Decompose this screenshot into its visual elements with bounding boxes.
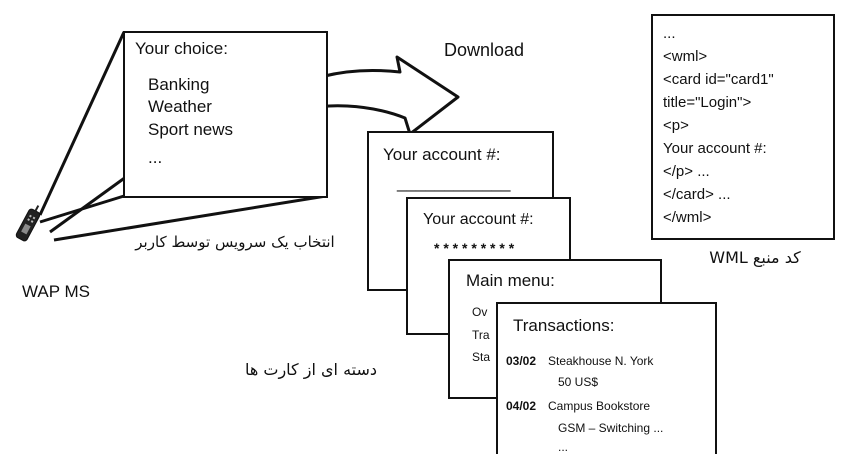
- wml-code: ... <wml> <card id="card1" title="Login"…: [663, 22, 774, 229]
- transaction-text: Steakhouse N. York: [548, 354, 654, 368]
- account-field-masked: * * * * * * * * *: [434, 240, 515, 256]
- choice-item: ...: [148, 148, 163, 167]
- download-label: Download: [444, 40, 525, 60]
- choice-card-title: Your choice:: [135, 39, 228, 58]
- wml-code-line: <p>: [663, 117, 689, 134]
- wml-code-line: title="Login">: [663, 94, 752, 111]
- main-menu-item: Ov: [472, 305, 488, 319]
- main-menu-item: Tra: [472, 328, 490, 342]
- wml-code-line: Your account #:: [663, 140, 767, 157]
- transaction-text: GSM – Switching ...: [558, 421, 664, 435]
- transaction-date: 03/02: [506, 354, 537, 368]
- choice-item: Sport news: [148, 120, 234, 139]
- wml-source-box: ... <wml> <card id="card1" title="Login"…: [651, 14, 835, 240]
- choice-item: Weather: [148, 97, 212, 116]
- choice-item: Banking: [148, 75, 210, 94]
- wml-code-line: <wml>: [663, 48, 708, 65]
- choice-card: Your choice: Banking Weather Sport news …: [123, 31, 328, 198]
- projection-line-bottom: [53, 194, 327, 242]
- wml-code-line: </p> ...: [663, 163, 710, 180]
- phone-icon: [15, 205, 41, 242]
- main-menu-item: Sta: [472, 350, 491, 364]
- wml-code-line: <card id="card1": [663, 71, 774, 88]
- phone-label: WAP MS: [22, 282, 91, 301]
- main-menu-title: Main menu:: [466, 271, 555, 290]
- service-selection-label: انتخاب یک سرویس توسط کاربر: [135, 233, 335, 251]
- transaction-text: Campus Bookstore: [548, 399, 651, 413]
- transactions-card: Transactions: 03/02 Steakhouse N. York 5…: [496, 302, 717, 454]
- transaction-date: 04/02: [506, 399, 537, 413]
- transaction-text: ...: [558, 440, 569, 454]
- projection-line-top: [38, 31, 126, 216]
- card-deck-label: دسته ای از کارت ها: [244, 360, 377, 379]
- account-card-title: Your account #:: [383, 145, 501, 164]
- wml-code-line: ...: [663, 25, 676, 42]
- transaction-text: 50 US$: [558, 375, 599, 389]
- wml-code-line: </wml>: [663, 209, 712, 226]
- wml-code-line: </card> ...: [663, 186, 731, 203]
- wml-source-caption: کد منبع WML: [709, 248, 801, 267]
- account-card-title: Your account #:: [423, 211, 534, 228]
- account-field-empty: ____________: [397, 173, 511, 192]
- transactions-title: Transactions:: [513, 316, 615, 335]
